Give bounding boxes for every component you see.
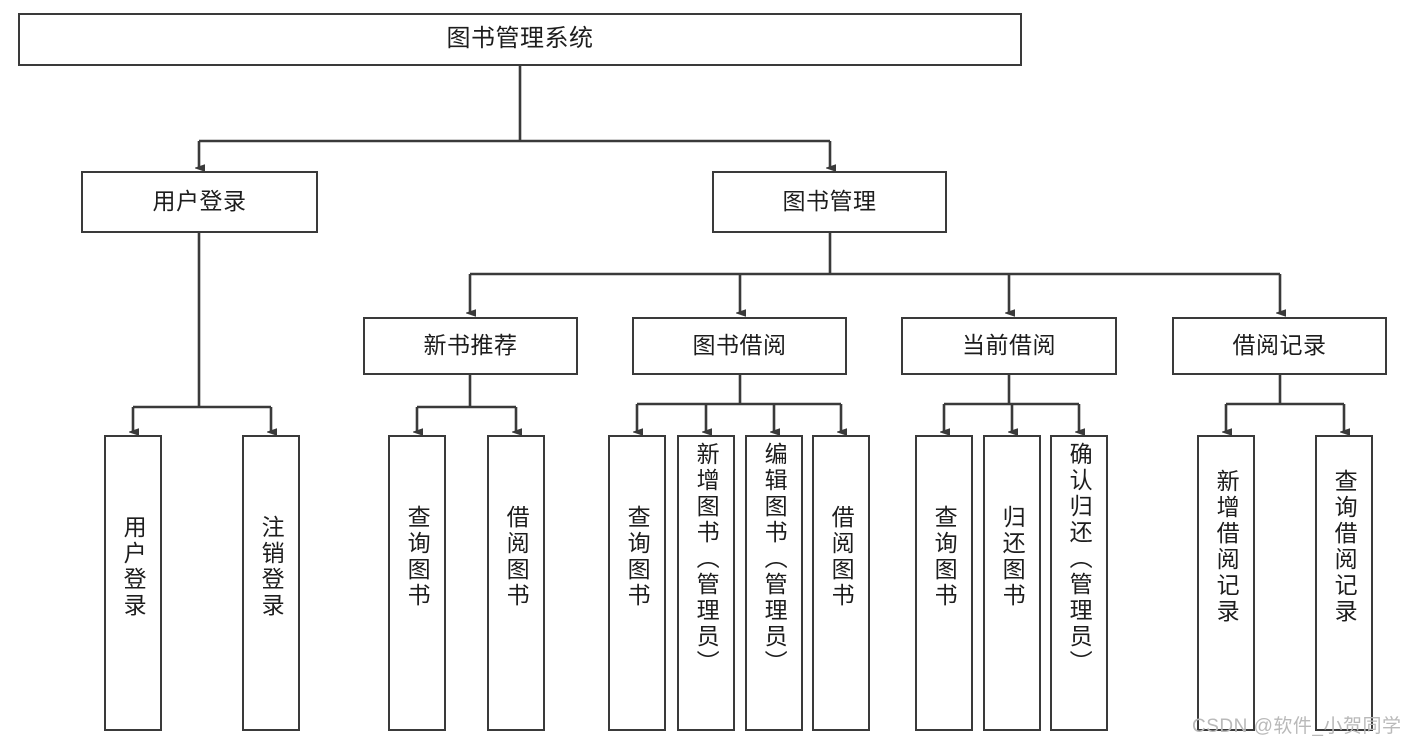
node-leaf-query-book-3-label: 查询图书 (931, 505, 958, 609)
node-borrow-record-label: 借阅记录 (1232, 332, 1327, 359)
node-leaf-return-book[interactable]: 归还图书 (983, 435, 1041, 731)
node-leaf-query-book-1[interactable]: 查询图书 (388, 435, 446, 731)
node-leaf-query-book-1-label: 查询图书 (404, 505, 431, 609)
node-book-borrow-label: 图书借阅 (692, 332, 787, 359)
node-leaf-logout[interactable]: 注销登录 (242, 435, 300, 731)
node-leaf-user-login-label: 用户登录 (120, 515, 147, 619)
node-leaf-query-book-2[interactable]: 查询图书 (608, 435, 666, 731)
node-leaf-add-book[interactable]: 新增图书（管理员） (677, 435, 735, 731)
node-leaf-borrow-book-1-label: 借阅图书 (503, 505, 530, 609)
node-root[interactable]: 图书管理系统 (18, 13, 1022, 66)
node-book-manage-label: 图书管理 (782, 188, 877, 215)
csdn-watermark: CSDN @软件_小贺同学 (1192, 716, 1402, 737)
node-leaf-return-book-label: 归还图书 (999, 505, 1026, 609)
node-current-borrow-label: 当前借阅 (962, 332, 1056, 359)
node-leaf-logout-label: 注销登录 (258, 515, 285, 619)
node-user-login[interactable]: 用户登录 (81, 171, 318, 233)
node-user-login-label: 用户登录 (152, 188, 247, 215)
node-leaf-edit-book-label: 编辑图书（管理员） (761, 442, 788, 676)
node-leaf-borrow-book-2[interactable]: 借阅图书 (812, 435, 870, 731)
node-leaf-edit-book[interactable]: 编辑图书（管理员） (745, 435, 803, 731)
node-new-book-recommend-label: 新书推荐 (423, 332, 518, 359)
node-leaf-add-book-label: 新增图书（管理员） (693, 442, 720, 676)
node-borrow-record[interactable]: 借阅记录 (1172, 317, 1387, 375)
node-leaf-query-book-3[interactable]: 查询图书 (915, 435, 973, 731)
node-current-borrow[interactable]: 当前借阅 (901, 317, 1117, 375)
node-root-label: 图书管理系统 (446, 25, 594, 53)
node-leaf-confirm-return[interactable]: 确认归还（管理员） (1050, 435, 1108, 731)
node-leaf-add-record-label: 新增借阅记录 (1213, 469, 1240, 625)
node-leaf-user-login[interactable]: 用户登录 (104, 435, 162, 731)
node-leaf-borrow-book-1[interactable]: 借阅图书 (487, 435, 545, 731)
node-book-manage[interactable]: 图书管理 (712, 171, 947, 233)
node-book-borrow[interactable]: 图书借阅 (632, 317, 847, 375)
node-leaf-query-record-label: 查询借阅记录 (1331, 469, 1358, 625)
node-leaf-query-book-2-label: 查询图书 (624, 505, 651, 609)
node-leaf-query-record[interactable]: 查询借阅记录 (1315, 435, 1373, 731)
node-leaf-borrow-book-2-label: 借阅图书 (828, 505, 855, 609)
node-leaf-add-record[interactable]: 新增借阅记录 (1197, 435, 1255, 731)
node-leaf-confirm-return-label: 确认归还（管理员） (1066, 442, 1093, 676)
node-new-book-recommend[interactable]: 新书推荐 (363, 317, 578, 375)
